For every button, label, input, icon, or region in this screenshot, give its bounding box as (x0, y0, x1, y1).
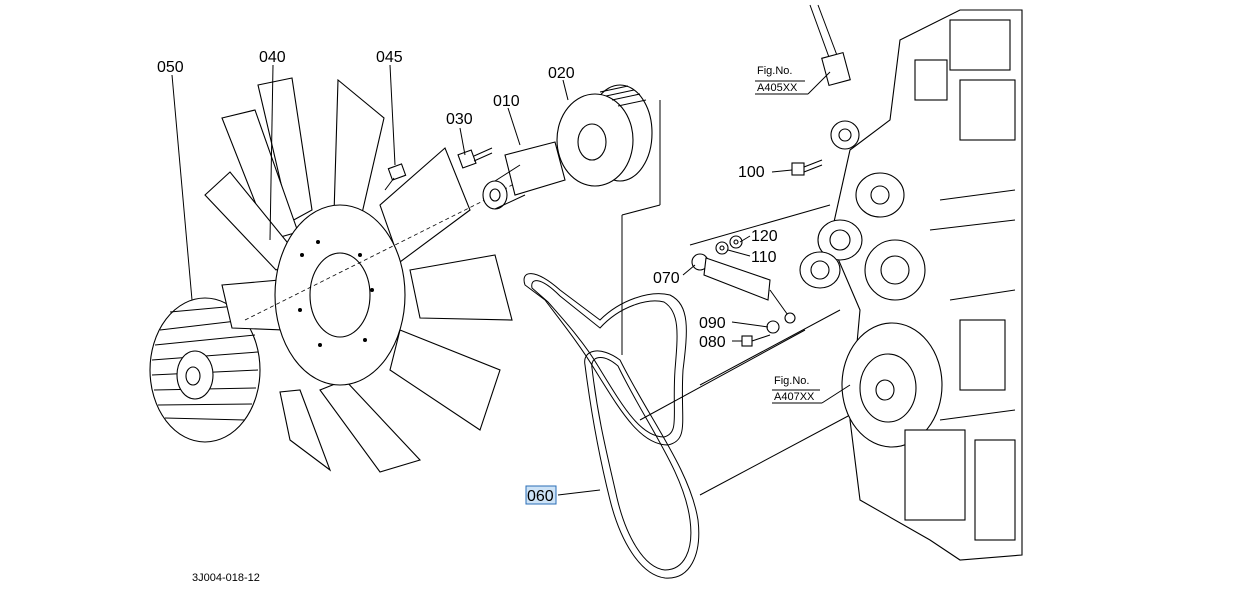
callout-050[interactable]: 050 (157, 59, 184, 76)
fig-ref-code: A407XX (774, 391, 815, 403)
callout-060-selected[interactable]: 060 (525, 485, 557, 505)
cooling-fan-part[interactable] (204, 77, 513, 473)
fan-clutch-part[interactable] (149, 297, 261, 443)
fig-ref-label: Fig.No. (774, 375, 809, 387)
callout-070[interactable]: 070 (653, 270, 680, 287)
callout-060[interactable]: 060 (527, 488, 554, 505)
engine-block-illustration (799, 4, 1023, 561)
belt-tensioner-part[interactable] (691, 253, 796, 324)
washer-110-part[interactable] (715, 241, 729, 255)
callout-120[interactable]: 120 (751, 228, 778, 245)
callout-100[interactable]: 100 (738, 164, 765, 181)
fig-ref-label: Fig.No. (757, 65, 792, 77)
callout-090[interactable]: 090 (699, 315, 726, 332)
washer-120-part[interactable] (729, 235, 743, 249)
bolt-100-part[interactable] (791, 159, 823, 176)
washer-090-part[interactable] (766, 320, 780, 334)
fan-belt-part[interactable] (523, 273, 700, 579)
callout-040[interactable]: 040 (259, 49, 286, 66)
callout-010[interactable]: 010 (493, 93, 520, 110)
bolt-030-part[interactable] (457, 147, 493, 169)
bolt-045-part[interactable] (384, 163, 407, 191)
bolt-080-part[interactable] (741, 334, 771, 347)
callout-080[interactable]: 080 (699, 334, 726, 351)
callout-030[interactable]: 030 (446, 111, 473, 128)
fig-ref-a407xx[interactable]: Fig.No. A407XX (772, 375, 851, 404)
figure-id: 3J004-018-12 (192, 572, 260, 584)
callout-020[interactable]: 020 (548, 65, 575, 82)
fig-ref-code: A405XX (757, 82, 798, 94)
fan-drive-hub-part[interactable] (482, 141, 566, 210)
fig-ref-a405xx[interactable]: Fig.No. A405XX (755, 65, 831, 95)
callout-highlight[interactable] (525, 485, 557, 505)
callout-110[interactable]: 110 (751, 249, 777, 266)
fan-pulley-part[interactable] (556, 84, 653, 187)
callout-045[interactable]: 045 (376, 49, 403, 66)
leader-lines (171, 64, 793, 496)
